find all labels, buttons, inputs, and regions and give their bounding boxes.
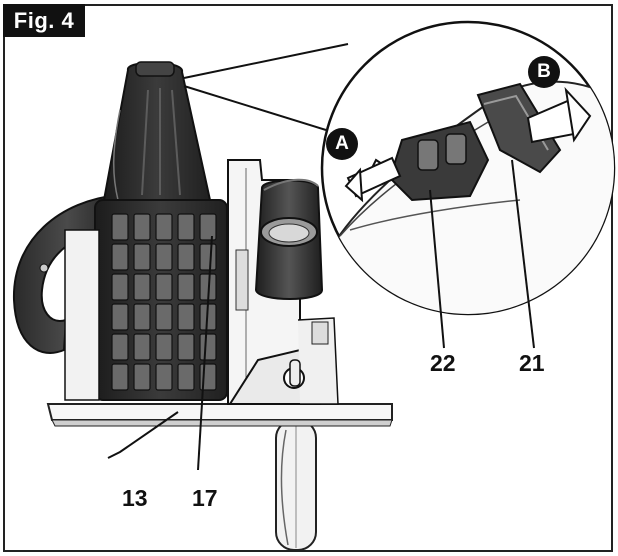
vent-slot [177,303,195,331]
vent-slot [155,333,173,361]
vent-slot [177,363,195,391]
vent-slot [155,303,173,331]
vent-slot [177,213,195,241]
vent-slot [155,273,173,301]
vent-slot [133,273,151,301]
vent-slot [111,303,129,331]
vent-slot [133,303,151,331]
figure-frame [3,4,613,552]
callout-22: 22 [430,350,456,376]
vent-slot [133,213,151,241]
vent-slot [111,273,129,301]
saw-blade [275,419,317,551]
callout-13: 13 [122,485,148,511]
vent-slot [177,243,195,271]
detail-zoom-circle [320,20,616,316]
vent-slot [111,243,129,271]
vent-slot [199,243,217,271]
detail-marker-b: B [528,56,560,88]
leader-lines [107,159,535,471]
vent-slot [133,333,151,361]
zoom-connector [183,43,349,131]
vent-slot [133,363,151,391]
callout-17: 17 [192,485,218,511]
dust-port [254,178,324,300]
vent-slot [177,333,195,361]
rear-handle [12,193,122,354]
vent-slot [155,213,173,241]
top-handle [102,61,212,201]
vent-slot [155,363,173,391]
vent-slot [199,333,217,361]
vent-slot [199,213,217,241]
figure-label: Fig. 4 [3,4,85,37]
vent-slot [111,333,129,361]
vent-slot [111,213,129,241]
detail-marker-a: A [326,128,358,160]
base-plate [46,403,393,427]
vent-slot [177,273,195,301]
vent-slot [133,243,151,271]
callout-21: 21 [519,350,545,376]
motor-vents [111,213,217,391]
vent-slot [111,363,129,391]
vent-slot [155,243,173,271]
